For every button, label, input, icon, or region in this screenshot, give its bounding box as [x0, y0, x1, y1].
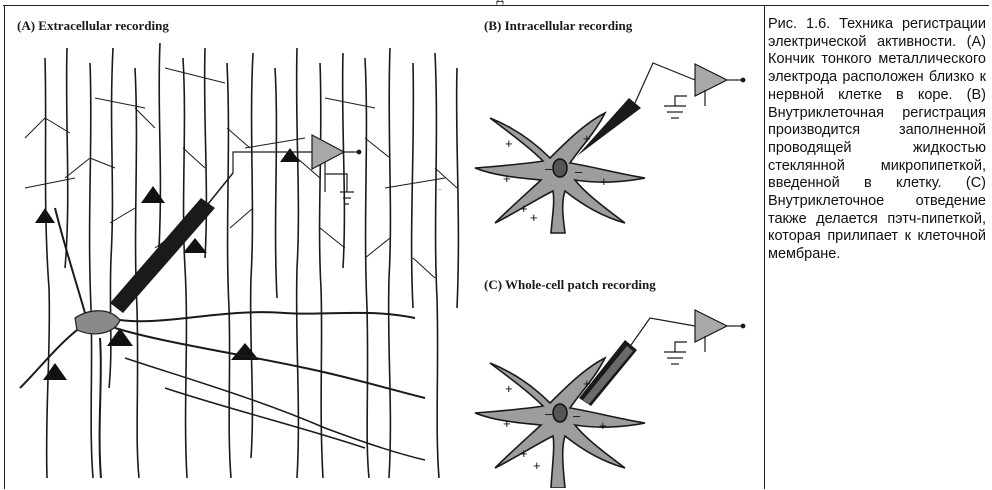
panel-a: (A) Extracellular recording: [17, 18, 458, 478]
charge-plus: +: [520, 201, 528, 216]
charge-plus: +: [599, 418, 607, 433]
charge-minus: –: [545, 161, 553, 176]
neuron-c: + + + + + + – –: [475, 358, 645, 488]
target-neuron: [20, 208, 425, 478]
panel-b-label: (B) Intracellular recording: [484, 18, 633, 33]
charge-plus: +: [533, 458, 541, 473]
charge-plus: +: [505, 136, 513, 151]
svg-text:-: -: [438, 184, 441, 195]
neuron-b: + + + + + + – –: [475, 113, 645, 233]
charge-plus: +: [503, 171, 511, 186]
caption-text: Рис. 1.6. Техника регистрации электричес…: [768, 16, 986, 264]
figure-1-6: (A) Extracellular recording: [5, 8, 763, 488]
charge-plus: +: [530, 210, 538, 225]
cortex-dendrites: [45, 43, 458, 478]
panel-b: (B) Intracellular recording + + + + + + …: [475, 18, 745, 233]
sharp-electrode: [577, 63, 695, 156]
extracellular-electrode: [110, 173, 233, 313]
panel-c: (C) Whole-cell patch recording + + + + +…: [475, 277, 745, 488]
charge-plus: +: [503, 416, 511, 431]
charge-minus: –: [545, 406, 553, 421]
amplifier-c: [664, 310, 745, 364]
charge-plus: +: [520, 446, 528, 461]
panel-a-label: (A) Extracellular recording: [17, 18, 169, 33]
figure-caption: Рис. 1.6. Техника регистрации электричес…: [768, 16, 986, 264]
pyramidal-neurons: [35, 148, 300, 380]
panel-c-label: (C) Whole-cell patch recording: [484, 277, 656, 292]
table-border-middle: [764, 5, 765, 489]
charge-minus: –: [573, 408, 581, 423]
charge-minus: –: [575, 164, 583, 179]
charge-plus: +: [600, 174, 608, 189]
charge-plus: +: [505, 381, 513, 396]
